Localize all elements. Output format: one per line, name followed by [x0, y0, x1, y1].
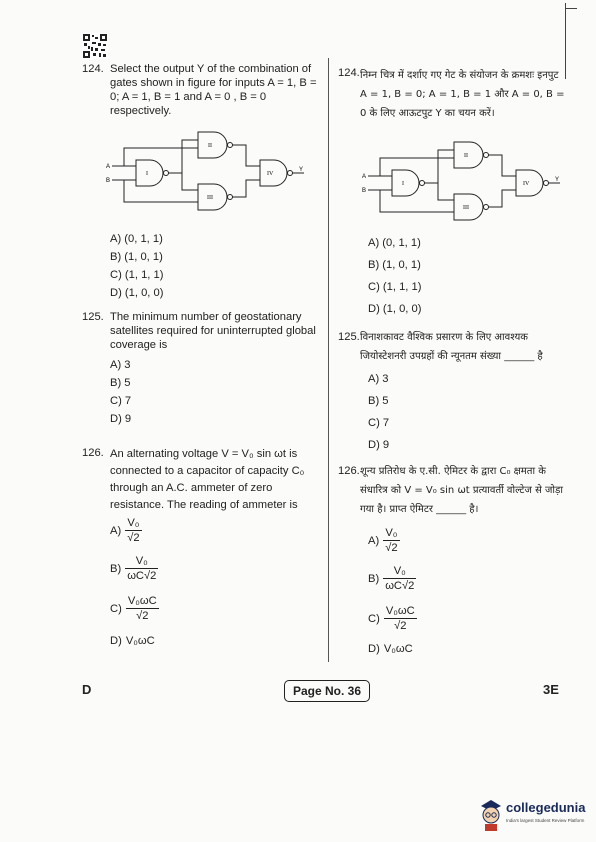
- gate-1-label: I: [146, 171, 148, 177]
- option-a[interactable]: A) (0, 1, 1): [110, 233, 163, 245]
- option-d[interactable]: D) (1, 0, 0): [110, 287, 164, 299]
- option-c[interactable]: C) (1, 1, 1): [368, 281, 422, 293]
- logic-circuit-diagram: A B I II III IV Y: [362, 141, 560, 221]
- margin-tick: [565, 8, 577, 9]
- booklet-code: 3E: [543, 682, 559, 697]
- question-text: The minimum number of geostationary sate…: [110, 311, 316, 351]
- option-value: V₀ωC: [125, 635, 155, 647]
- option-label: A): [368, 534, 380, 547]
- gate-4-label: IV: [267, 171, 274, 177]
- question-number: 124.: [338, 67, 360, 79]
- margin-line: [565, 3, 566, 79]
- question-text: An alternating voltage V = V₀ sin ωt is …: [110, 448, 305, 511]
- column-divider: [328, 58, 329, 662]
- option-label: C): [110, 602, 122, 615]
- question-text: शून्य प्रतिरोध के ए.सी. ऐमिटर के द्वारा …: [360, 466, 563, 515]
- option-value: V₀ωC: [383, 643, 413, 655]
- output-y-label: Y: [299, 167, 303, 173]
- option-label: B): [368, 572, 380, 585]
- output-y-label: Y: [555, 177, 559, 183]
- option-label: B): [110, 562, 122, 575]
- option-b[interactable]: B) 5: [110, 377, 131, 389]
- question-number: 124.: [82, 63, 104, 75]
- english-column: 124. Select the output Y of the combinat…: [82, 62, 322, 662]
- logic-circuit-diagram: A B I II III IV Y: [106, 131, 304, 211]
- gate-1-label: I: [402, 181, 404, 187]
- hindi-column: 124. निम्न चित्र में दर्शाए गए गेट के सं…: [338, 66, 566, 662]
- gate-2-label: II: [208, 143, 212, 149]
- option-d[interactable]: D)V₀ωC: [368, 642, 413, 656]
- option-d[interactable]: D) (1, 0, 0): [368, 303, 422, 315]
- logo-tagline: India's largest Student Review Platform: [506, 818, 585, 823]
- gate-2-label: II: [464, 153, 468, 159]
- booklet-set: D: [82, 682, 92, 697]
- option-c[interactable]: C)V₀ωC√2: [368, 604, 417, 633]
- option-c[interactable]: C) (1, 1, 1): [110, 269, 164, 281]
- fraction: V₀√2: [383, 527, 400, 554]
- option-a[interactable]: A) 3: [110, 359, 131, 371]
- collegedunia-logo: collegedunia India's largest Student Rev…: [478, 796, 590, 836]
- option-label: A): [110, 524, 122, 537]
- question-text: निम्न चित्र में दर्शाए गए गेट के संयोजन …: [360, 70, 565, 119]
- fraction: V₀ωC√2: [125, 595, 159, 622]
- option-d[interactable]: D) 9: [368, 439, 390, 451]
- mascot-icon: [481, 800, 501, 831]
- option-d[interactable]: D) 9: [110, 413, 132, 425]
- option-c[interactable]: C) 7: [368, 417, 390, 429]
- option-a[interactable]: A)V₀√2: [368, 526, 400, 555]
- option-b[interactable]: B) (1, 0, 1): [368, 259, 421, 271]
- question-number: 125.: [82, 311, 104, 323]
- fraction: V₀√2: [125, 517, 142, 544]
- option-a[interactable]: A) (0, 1, 1): [368, 237, 421, 249]
- input-a-label: A: [106, 164, 110, 170]
- input-b-label: B: [106, 178, 110, 184]
- qr-code-icon: [82, 33, 108, 59]
- option-c[interactable]: C) 7: [110, 395, 132, 407]
- option-a[interactable]: A) 3: [368, 373, 389, 385]
- option-label: D): [110, 635, 122, 648]
- page-number: Page No. 36: [284, 680, 370, 702]
- gate-4-label: IV: [523, 181, 530, 187]
- question-number: 126.: [338, 465, 360, 477]
- question-text: विनाशकावट वैश्विक प्रसारण के लिए आवश्यक …: [360, 332, 543, 362]
- input-b-label: B: [362, 188, 366, 194]
- option-b[interactable]: B) (1, 0, 1): [110, 251, 163, 263]
- fraction: V₀ωC√2: [383, 605, 417, 632]
- logo-name: collegedunia: [506, 800, 586, 815]
- gate-3-label: III: [463, 205, 469, 211]
- option-label: D): [368, 643, 380, 656]
- option-c[interactable]: C)V₀ωC√2: [110, 594, 159, 623]
- question-number: 126.: [82, 447, 104, 459]
- input-a-label: A: [362, 174, 366, 180]
- option-a[interactable]: A)V₀√2: [110, 516, 142, 545]
- question-text: Select the output Y of the combination o…: [110, 63, 317, 117]
- option-d[interactable]: D)V₀ωC: [110, 634, 155, 648]
- option-b[interactable]: B) 5: [368, 395, 389, 407]
- question-number: 125.: [338, 331, 360, 343]
- gate-3-label: III: [207, 195, 213, 201]
- option-label: C): [368, 612, 380, 625]
